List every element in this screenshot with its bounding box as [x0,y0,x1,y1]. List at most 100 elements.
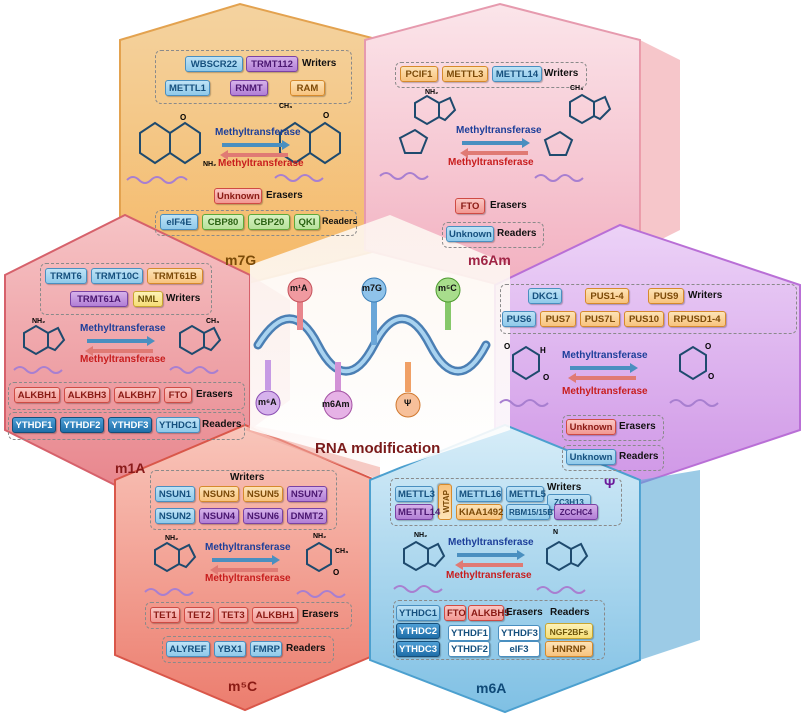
m5c-writer-chip: DNMT2 [287,508,327,524]
m5c-enzyme-top: Methyltransferase [205,542,291,553]
m6a-writers-label: Writers [547,482,582,493]
psi-writer-chip: PUS6 [502,311,536,327]
m5c-writer-chip: NSUN5 [243,486,283,502]
psi-title: Ψ [604,475,616,491]
m1a-eraser-chip: FTO [164,387,192,403]
m6a-eraser-chip: ALKBH5 [468,605,510,621]
m7g-writer-chip: RNMT [230,80,268,96]
m1a-writer-chip: TRMT61B [147,268,203,284]
m6a-writer-chip: KIAA1492 [456,504,503,520]
svg-text:CH₃: CH₃ [206,318,219,325]
node-m6a-label: m⁶A [258,397,277,407]
m7g-readers-label: Readers [322,216,358,226]
m6am-writer-chip: PCIF1 [400,66,438,82]
m7g-reader-chip: eIF4E [160,214,198,230]
svg-text:O: O [543,373,549,382]
psi-writer-chip: PUS10 [624,311,664,327]
m6am-writer-chip: METTL3 [442,66,488,82]
svg-text:O: O [504,342,510,351]
svg-text:NH₂: NH₂ [425,89,438,96]
m1a-readers-box [8,412,245,440]
m6a-eraser-chip: FTO [444,605,466,621]
m5c-erasers-box [145,602,352,629]
m6a-methyladenine-molecule: N [536,529,589,594]
m6a-writer-chip: METTL14 [395,504,440,520]
m7g-erasers-label: Erasers [266,190,303,201]
m5c-writer-chip: NSUN2 [155,508,195,524]
m6am-adenosine-molecule: NH₂ [379,89,457,180]
m5c-reader-chip: YBX1 [214,641,246,657]
m1a-reader-chip: YTHDC1 [156,417,200,433]
m7g-reader-chip: CBP80 [202,214,244,230]
psi-uracil-molecule: H O O [499,342,549,407]
psi-writer-chip: DKC1 [528,288,562,304]
svg-text:CH₃: CH₃ [279,103,292,110]
svg-text:O: O [323,111,329,120]
m6a-reader-chip: YTHDC3 [396,641,440,657]
node-psi [395,392,421,418]
m6a-reader-chip: YTHDF1 [448,625,490,641]
m6am-arrows [460,138,530,158]
psi-enzyme-bottom: Methyltransferase [562,386,648,397]
m1a-erasers-box [8,382,245,410]
m1a-reader-chip: YTHDF3 [108,417,152,433]
m7g-writers-box [155,50,352,104]
psi-enzyme-top: Methyltransferase [562,350,648,361]
psi-erasers-box [562,415,664,441]
node-m6am-label: m6Am [322,399,350,409]
svg-text:O: O [705,342,711,351]
m5c-eraser-chip: ALKBH1 [252,607,298,623]
psi-readers-box [562,445,664,471]
m1a-title: m1A [115,460,146,476]
m6a-enzyme-bottom: Methyltransferase [446,570,532,581]
svg-text:H: H [540,346,546,355]
m6a-adenine-molecule: NH₂ [393,532,446,593]
center-title: RNA modification [315,440,441,457]
m1a-writers-box [40,263,212,315]
m5c-writer-chip: NSUN6 [243,508,283,524]
m5c-writer-chip: NSUN7 [287,486,327,502]
m1a-enzyme-bottom: Methyltransferase [80,354,166,365]
m6a-writer-chip: METTL5 [506,486,546,502]
m5c-eraser-chip: TET1 [150,607,180,623]
m6am-enzyme-bottom: Methyltransferase [448,157,534,168]
m6a-readers-box [393,600,605,660]
m6a-erasers-label: Erasers [506,607,543,618]
psi-writer-chip: PUS1-4 [585,288,629,304]
m7g-enzyme-top: Methyltransferase [215,127,301,138]
m5c-writers-label: Writers [230,472,265,483]
psi-writers-label: Writers [688,290,723,301]
psi-reader-chip: Unknown [566,449,616,465]
m6am-writers-label: Writers [544,68,579,79]
m5c-methylcytosine-molecule: NH₂ CH₃ O [296,533,348,598]
m1a-arrows [85,336,155,356]
svg-text:CH₃: CH₃ [570,85,583,92]
m6a-wtap-chip: WTAP [438,484,452,520]
m5c-writer-chip: NSUN1 [155,486,195,502]
m6a-writer-chip: ZCCHC4 [554,504,598,520]
m1a-eraser-chip: ALKBH3 [64,387,110,403]
m5c-erasers-label: Erasers [302,609,339,620]
m7g-eraser-chip: Unknown [214,188,262,204]
svg-text:NH₂: NH₂ [165,535,178,542]
m1a-writer-chip: TRMT6 [45,268,87,284]
m6am-readers-box [442,222,544,248]
m6a-readers-label: Readers [550,607,590,618]
m6a-arrows [455,550,525,570]
psi-writer-chip: RPUSD1-4 [668,311,726,327]
m1a-writers-label: Writers [166,293,201,304]
m5c-cytosine-molecule: NH₂ [144,535,197,596]
node-m1a-label: m¹A [290,283,308,293]
node-m6am [323,390,353,420]
m6a-writer-chip: METTL16 [456,486,502,502]
m6a-enzyme-top: Methyltransferase [448,537,534,548]
svg-text:O: O [708,372,714,381]
m6am-erasers-label: Erasers [490,200,527,211]
m1a-eraser-chip: ALKBH1 [14,387,60,403]
node-m5c-label: m⁵C [438,283,457,293]
psi-writer-chip: PUS7L [580,311,620,327]
m5c-reader-chip: ALYREF [166,641,210,657]
m6a-reader-chip: YTHDF3 [498,625,540,641]
m6a-reader-chip: HNRNP [545,641,593,657]
